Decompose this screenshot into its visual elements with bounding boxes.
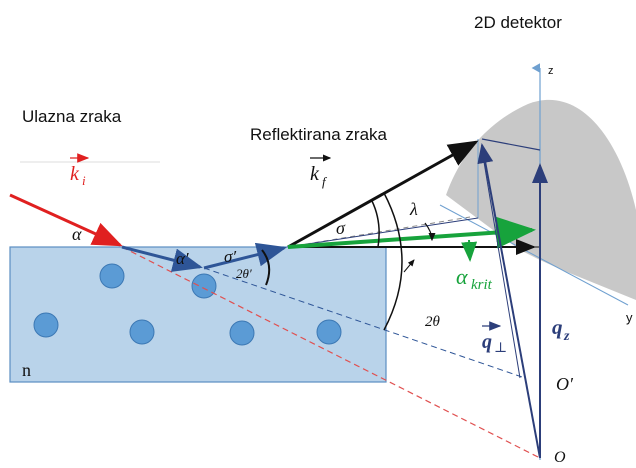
label-sigma-prime: σ′ — [224, 247, 236, 266]
label-o: O — [554, 449, 566, 466]
alpha-krit-label: α krit — [456, 264, 493, 293]
label-z-axis: z — [548, 65, 554, 77]
incident-extension-dashed — [121, 246, 541, 459]
q-perp-label: q ⊥ — [482, 321, 507, 356]
qz-q: q — [552, 315, 563, 339]
arc-two-theta-prime — [261, 249, 271, 286]
particle — [129, 319, 155, 345]
qz-sub: z — [563, 329, 570, 344]
q-inner-line — [481, 149, 521, 379]
detector-frame-top — [481, 138, 541, 151]
reflected-ray — [287, 140, 479, 249]
detector-label: 2D detektor — [474, 13, 562, 32]
alpha-krit-ray — [287, 216, 536, 249]
particle — [191, 273, 217, 299]
particles — [33, 263, 342, 346]
alpha-krit-main: α — [456, 264, 468, 289]
ki-sub: i — [82, 173, 86, 188]
label-o-prime: O′ — [556, 374, 574, 394]
refracted-ray-up — [203, 242, 287, 270]
particle — [229, 320, 255, 346]
y-axis — [439, 204, 629, 306]
label-alpha: α — [72, 224, 82, 244]
q-perp-q: q — [482, 331, 492, 353]
particle — [316, 319, 342, 345]
refracted-extension-dashed — [203, 267, 526, 379]
label-y-axis: y — [626, 310, 633, 325]
kf-label: k f — [310, 154, 332, 189]
refracted-ray-down — [121, 245, 203, 272]
incident-label: Ulazna zraka — [22, 107, 122, 126]
label-alpha-prime: α′ — [176, 249, 189, 268]
label-two-theta: 2θ — [425, 314, 441, 330]
two-theta-pointer — [403, 259, 415, 273]
arc-lambda — [424, 222, 436, 242]
alpha-krit-ref — [287, 217, 479, 248]
alpha-krit-sub: krit — [471, 277, 493, 293]
label-sigma: σ — [336, 218, 346, 238]
particle — [99, 263, 125, 289]
label-two-theta-prime: 2θ′ — [236, 266, 252, 281]
alpha-krit-small-arrow — [461, 239, 478, 262]
kf-k: k — [310, 163, 320, 185]
label-n: n — [22, 360, 31, 380]
ki-k: k — [70, 163, 80, 185]
q-perp-sub: ⊥ — [494, 341, 507, 356]
qz-label: q z — [552, 315, 570, 344]
ki-label: k i — [70, 153, 90, 188]
particle — [33, 312, 59, 338]
kf-sub: f — [322, 174, 328, 189]
q-perp-vector — [477, 143, 541, 459]
arc-two-theta — [383, 192, 403, 331]
incident-ray — [9, 193, 123, 247]
arc-sigma — [371, 200, 380, 248]
label-lambda: λ — [409, 199, 418, 219]
reflected-label: Reflektirana zraka — [250, 125, 388, 144]
